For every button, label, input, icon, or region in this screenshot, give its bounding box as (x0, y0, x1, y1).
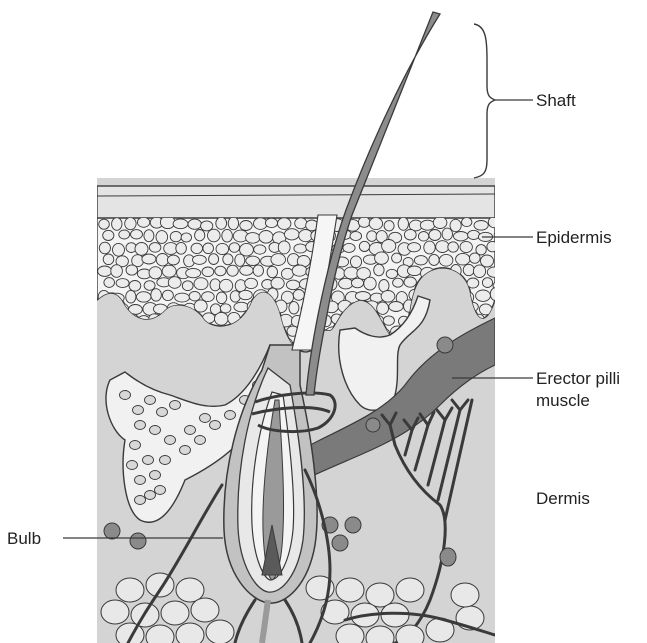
label-epidermis: Epidermis (536, 228, 612, 248)
label-dermis: Dermis (536, 489, 590, 509)
skin-surface-layer (97, 186, 495, 220)
label-shaft: Shaft (536, 91, 576, 111)
label-bulb: Bulb (7, 529, 41, 549)
label-erector-pilli: Erector pilli (536, 369, 620, 389)
label-erector-muscle: muscle (536, 391, 590, 411)
shaft-bracket (474, 24, 495, 178)
